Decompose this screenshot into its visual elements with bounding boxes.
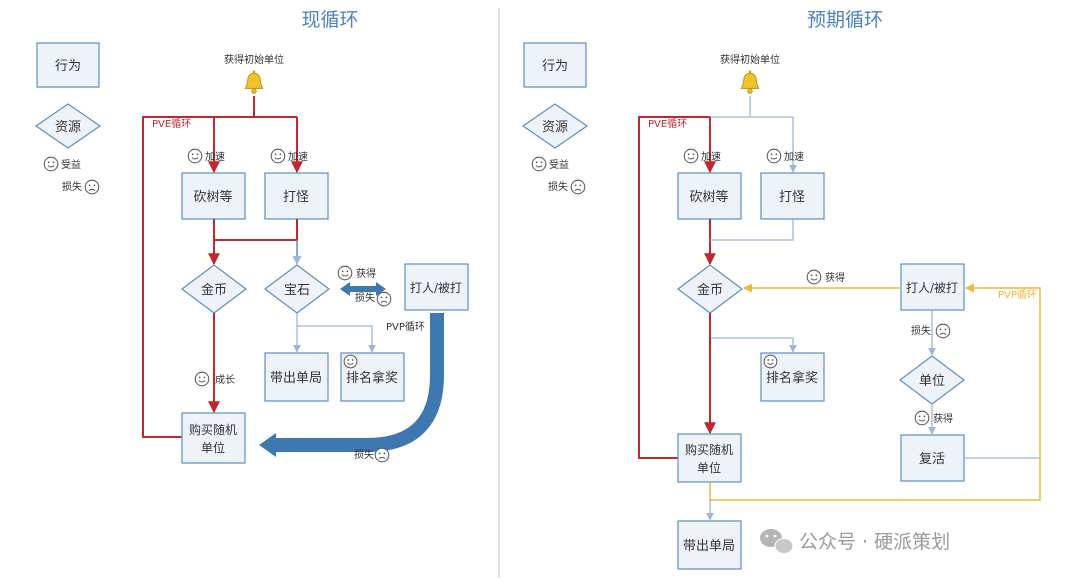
gem-loss-label: 损失 (355, 291, 375, 304)
speedup-label: 加速 (288, 151, 308, 163)
pvp-loop-label: PVP循环 (998, 288, 1037, 301)
fight-label: 打怪 (779, 190, 805, 205)
happy-face-icon (683, 148, 699, 164)
legend-loss-label: 损失 (548, 180, 568, 193)
legend-gain-label: 受益 (61, 158, 81, 171)
chop-label: 砍树等 (193, 189, 232, 205)
pve-loop-label: PVE循环 (648, 117, 687, 130)
pve-loop-line (142, 116, 214, 438)
gem-exchange-arrow (340, 282, 386, 296)
unit-label: 单位 (919, 374, 945, 389)
pvp-label: 打人/被打 (906, 281, 958, 295)
left-panel: 现循环 行为 资源 受益 损失 获得初始单位 PVE循环 加速 加速 砍树等 打… (34, 9, 469, 464)
legend-gain-label: 受益 (549, 158, 569, 171)
chop-box (677, 172, 742, 220)
sad-face-icon (374, 447, 390, 463)
speedup-label: 加速 (701, 151, 721, 163)
buy-label-line2: 单位 (201, 440, 225, 455)
pve-loop-line (638, 116, 710, 459)
speedup-label: 加速 (205, 151, 225, 163)
pvp-big-arrowhead (259, 433, 276, 457)
gem-gain-label: 获得 (356, 268, 376, 280)
happy-face-icon (343, 354, 358, 369)
legend-resource-label: 资源 (55, 120, 81, 135)
buy-box (677, 433, 742, 483)
sad-face-icon (935, 323, 951, 339)
gold-gain-label: 获得 (825, 272, 845, 284)
watermark: 公众号 · 硬派策划 (760, 529, 950, 554)
revive-box (900, 434, 965, 482)
grow-label: 成长 (215, 374, 235, 386)
sad-face-icon (570, 179, 586, 195)
rank-label: 排名拿奖 (766, 370, 818, 386)
pvp-box (900, 263, 965, 311)
happy-face-icon (43, 156, 59, 172)
legend-resource-diamond (34, 103, 102, 149)
right-panel: 预期循环 行为 资源 受益 损失 获得初始单位 PVE循环 加速 加速 砍树等 … (521, 9, 1041, 570)
pvp-box (404, 263, 469, 311)
bell-icon (740, 70, 760, 94)
happy-face-icon (270, 148, 286, 164)
gold-label: 金币 (201, 282, 227, 298)
legend-resource-diamond (521, 103, 589, 149)
pve-loop-label: PVE循环 (152, 117, 191, 130)
loss-label: 损失 (354, 448, 374, 461)
pvp-big-arrow (272, 313, 444, 452)
happy-face-icon (194, 371, 210, 387)
wechat-icon (760, 529, 794, 554)
fight-box (760, 172, 825, 220)
sad-face-icon (376, 291, 392, 307)
legend-action-box (36, 42, 100, 88)
watermark-text: 公众号 · 硬派策划 (799, 531, 950, 553)
happy-face-icon (337, 265, 353, 281)
start-label: 获得初始单位 (720, 53, 780, 66)
unit-gain-label: 获得 (933, 413, 953, 425)
gem-label: 宝石 (284, 283, 310, 298)
pvp-loop-line (709, 283, 1041, 501)
carry-out-label: 带出单局 (683, 539, 735, 554)
happy-face-icon (187, 148, 203, 164)
happy-face-icon (531, 156, 547, 172)
buy-label-line1: 购买随机 (685, 442, 733, 457)
pvp-label: 打人/被打 (410, 281, 462, 295)
left-title: 现循环 (301, 9, 358, 31)
buy-label-line2: 单位 (697, 460, 721, 475)
sad-face-icon (84, 179, 100, 195)
legend-action-label: 行为 (542, 59, 568, 74)
unit-loss-label: 损失 (911, 324, 931, 337)
legend-resource-label: 资源 (542, 120, 568, 135)
pvp-loop-label: PVP循环 (386, 320, 425, 333)
legend-loss-label: 损失 (62, 180, 82, 193)
gold-label: 金币 (697, 282, 723, 298)
buy-label-line1: 购买随机 (189, 422, 237, 437)
happy-face-icon (914, 410, 930, 426)
carry-out-box (264, 352, 329, 402)
carry-out-label: 带出单局 (270, 371, 322, 386)
rank-label: 排名拿奖 (346, 370, 398, 386)
legend-action-label: 行为 (55, 59, 81, 74)
chop-box (181, 172, 246, 220)
chop-label: 砍树等 (689, 189, 728, 205)
bell-icon (244, 70, 264, 94)
right-title: 预期循环 (807, 9, 883, 31)
happy-face-icon (763, 354, 778, 369)
buy-box (181, 412, 246, 464)
revive-label: 复活 (919, 452, 945, 467)
happy-face-icon (766, 148, 782, 164)
speedup-label: 加速 (784, 151, 804, 163)
start-label: 获得初始单位 (224, 53, 284, 66)
carry-out-box (677, 520, 742, 570)
fight-label: 打怪 (283, 190, 309, 205)
legend-action-box (523, 42, 587, 88)
happy-face-icon (806, 269, 822, 285)
